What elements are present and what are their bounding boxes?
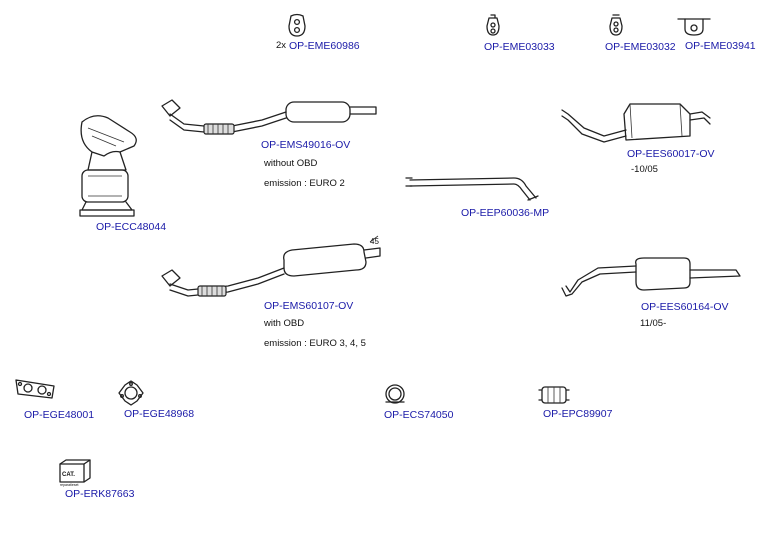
center-pipe-icon[interactable] xyxy=(404,168,542,202)
gasket-2-code[interactable]: OP-EGE48968 xyxy=(124,408,195,420)
repair-kit-code[interactable]: OP-ERK87663 xyxy=(65,488,135,500)
pipe-clamp-icon[interactable] xyxy=(382,382,408,406)
front-pipe-silencer-icon[interactable] xyxy=(158,98,380,138)
front-pipe-2-code[interactable]: OP-EMS60107-OV xyxy=(264,300,354,312)
front-pipe-2-note1: with OBD xyxy=(264,318,305,329)
clamp-code[interactable]: OP-ECS74050 xyxy=(384,409,454,421)
repair-kit-box-subtext: reparatieset xyxy=(60,483,79,487)
front-pipe-silencer-icon[interactable] xyxy=(158,235,382,300)
connector-code[interactable]: OP-EPC89907 xyxy=(543,408,613,420)
rear-silencer-icon[interactable] xyxy=(560,256,742,302)
rubber-mount-icon[interactable] xyxy=(607,14,625,38)
front-pipe-2-note2: emission : EURO 3, 4, 5 xyxy=(264,338,366,349)
rubber-mount-icon[interactable] xyxy=(287,13,307,38)
front-pipe-1-code[interactable]: OP-EMS49016-OV xyxy=(261,139,351,151)
front-pipe-1-note2: emission : EURO 2 xyxy=(264,178,345,189)
catalyst-code[interactable]: OP-ECC48044 xyxy=(96,221,167,233)
repair-kit-box-icon[interactable]: CAT. reparatieset xyxy=(58,458,92,487)
rubber-mount-icon[interactable] xyxy=(484,14,502,38)
rear-silencer-2-code[interactable]: OP-EES60164-OV xyxy=(641,301,729,313)
mount-4-code[interactable]: OP-EME03941 xyxy=(685,40,756,52)
flange-gasket-icon[interactable] xyxy=(118,380,144,406)
rear-silencer-1-note: -10/05 xyxy=(631,164,658,175)
mount-3-code[interactable]: OP-EME03032 xyxy=(605,41,676,53)
hanger-bracket-icon[interactable] xyxy=(677,17,711,37)
front-pipe-1-note1: without OBD xyxy=(264,158,318,169)
rear-silencer-icon[interactable] xyxy=(560,100,716,146)
gasket-1-code[interactable]: OP-EGE48001 xyxy=(24,409,95,421)
mount-2-code[interactable]: OP-EME03033 xyxy=(484,41,555,53)
pipe-connector-icon[interactable] xyxy=(538,384,570,406)
front-pipe-2-diameter: 45 xyxy=(370,237,379,246)
repair-kit-box-text: CAT. xyxy=(62,472,75,478)
manifold-gasket-icon[interactable] xyxy=(14,376,56,402)
catalyst-manifold-icon[interactable] xyxy=(74,112,144,220)
rear-silencer-1-code[interactable]: OP-EES60017-OV xyxy=(627,148,715,160)
mount-1-qty: 2x xyxy=(276,40,287,51)
rear-silencer-2-note: 11/05- xyxy=(640,318,667,329)
center-pipe-code[interactable]: OP-EEP60036-MP xyxy=(461,207,550,219)
mount-1-code[interactable]: OP-EME60986 xyxy=(289,40,360,52)
